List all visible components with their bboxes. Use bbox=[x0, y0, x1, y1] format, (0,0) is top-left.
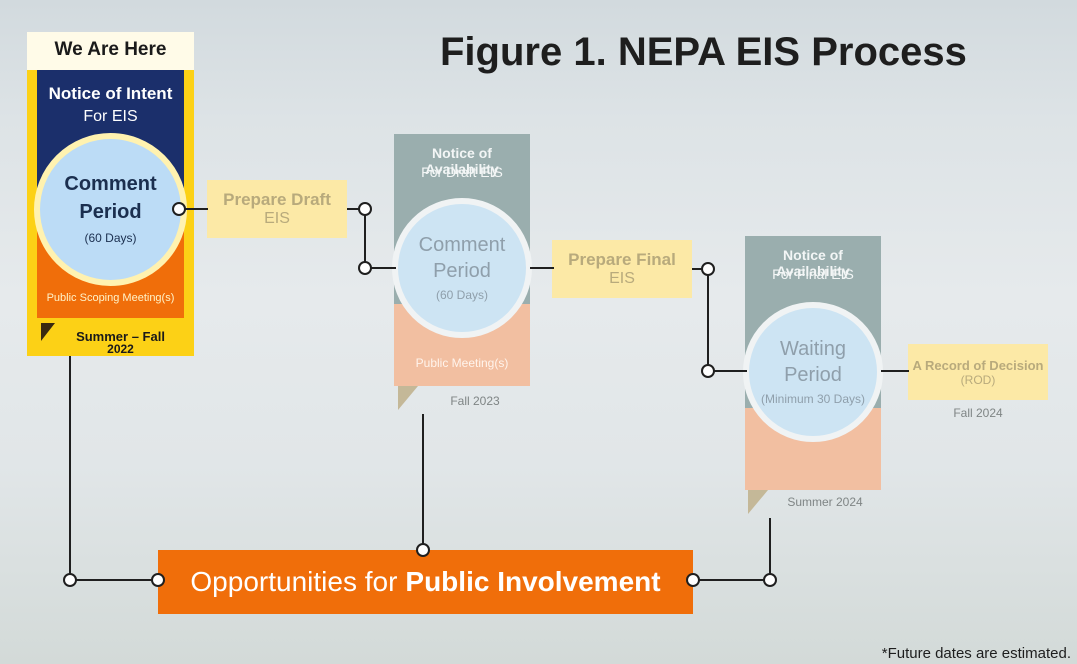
connector-line bbox=[769, 518, 771, 580]
prepare-final-eis-box: Prepare Final EIS bbox=[552, 240, 692, 298]
opportunities-prefix: Opportunities for bbox=[190, 566, 398, 597]
stage3-circle-line1: Waiting bbox=[780, 338, 846, 360]
figure-title: Figure 1. NEPA EIS Process bbox=[440, 30, 1040, 75]
notice-of-intent-subtitle: For EIS bbox=[83, 108, 138, 125]
connector-node bbox=[151, 573, 165, 587]
connector-line bbox=[347, 208, 365, 210]
connector-line bbox=[692, 579, 770, 581]
prepare-draft-line2: EIS bbox=[264, 210, 290, 227]
notice-of-intent-title: Notice of Intent bbox=[48, 84, 173, 103]
stage2-notice-title: Notice of Availability bbox=[425, 145, 499, 177]
connector-node bbox=[358, 261, 372, 275]
prepare-draft-eis-box: Prepare Draft EIS bbox=[207, 180, 347, 238]
connector-line bbox=[364, 209, 366, 269]
connector-node bbox=[172, 202, 186, 216]
stage2-circle-line1: Comment bbox=[418, 234, 506, 256]
stage3-date: Summer 2024 bbox=[787, 495, 863, 509]
stage2-fold-corner bbox=[398, 386, 418, 410]
stage1-comment-period-circle: Comment Period (60 Days) bbox=[34, 133, 187, 286]
stage2-circle-days: (60 Days) bbox=[435, 288, 488, 302]
stage2-comment-period-circle: Comment Period (60 Days) bbox=[392, 198, 532, 338]
stage2-circle-line2: Period bbox=[433, 260, 491, 282]
connector-line bbox=[707, 268, 709, 372]
stage3-circle-days: (Minimum 30 Days) bbox=[760, 392, 865, 406]
stage1-circle-days: (60 Days) bbox=[84, 231, 137, 245]
connector-line bbox=[180, 208, 208, 210]
public-meetings-label: Public Meeting(s) bbox=[415, 356, 509, 370]
connector-node bbox=[358, 202, 372, 216]
connector-node bbox=[701, 262, 715, 276]
connector-node bbox=[686, 573, 700, 587]
prepare-final-line2: EIS bbox=[609, 270, 635, 287]
stage3-waiting-period-circle: Waiting Period (Minimum 30 Days) bbox=[743, 302, 883, 442]
connector-node bbox=[416, 543, 430, 557]
public-scoping-meetings-label: Public Scoping Meeting(s) bbox=[46, 292, 175, 304]
we-are-here-label: We Are Here bbox=[54, 39, 167, 60]
stage3-fold-corner bbox=[748, 490, 768, 514]
connector-node bbox=[763, 573, 777, 587]
stage1-date-line2: 2022 bbox=[107, 342, 134, 356]
connector-node bbox=[701, 364, 715, 378]
connector-node bbox=[63, 573, 77, 587]
record-of-decision-box: A Record of Decision (ROD) bbox=[908, 344, 1048, 400]
stage1-fold-corner bbox=[41, 323, 55, 341]
stage1-date-line1: Summer – Fall bbox=[76, 329, 165, 344]
prepare-draft-line1: Prepare Draft bbox=[223, 190, 331, 209]
opportunities-public-involvement-banner: Opportunities for Public Involvement bbox=[158, 550, 693, 614]
connector-line bbox=[70, 579, 160, 581]
opportunities-main: Public Involvement bbox=[405, 566, 661, 597]
stage2-notice-subtitle: For Draft EIS bbox=[421, 164, 503, 180]
rod-line1: A Record of Decision bbox=[912, 357, 1044, 373]
stage2-date: Fall 2023 bbox=[450, 394, 500, 408]
connector-line bbox=[881, 370, 909, 372]
rod-line2: (ROD) bbox=[960, 372, 996, 387]
connector-line bbox=[364, 267, 396, 269]
connector-line bbox=[707, 370, 747, 372]
stage1-header-band: We Are Here bbox=[27, 32, 194, 70]
connector-line bbox=[692, 268, 708, 270]
stage1-circle-line1: Comment bbox=[64, 173, 157, 195]
stage1-circle-line2: Period bbox=[79, 201, 142, 223]
connector-line bbox=[530, 267, 554, 269]
prepare-final-line1: Prepare Final bbox=[568, 250, 676, 269]
connector-line bbox=[69, 356, 71, 580]
figure-title-main: NEPA EIS Process bbox=[617, 30, 967, 74]
footnote: *Future dates are estimated. bbox=[881, 645, 1071, 662]
connector-line bbox=[422, 414, 424, 550]
rod-date: Fall 2024 bbox=[953, 406, 1003, 420]
stage3-circle-line2: Period bbox=[784, 364, 842, 386]
figure-title-prefix: Figure 1. bbox=[440, 30, 607, 74]
stage3-notice-title: Notice of Availability bbox=[776, 247, 850, 279]
stage3-notice-subtitle: For Final EIS bbox=[772, 266, 854, 282]
